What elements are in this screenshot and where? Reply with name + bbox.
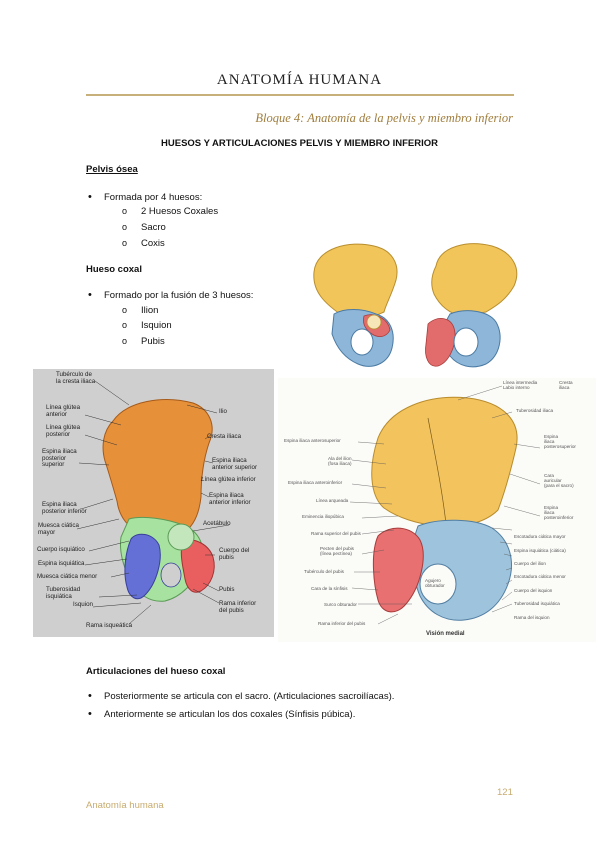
- figure-label: Línea arqueada: [316, 498, 349, 503]
- figure-label: Escotadura ciática menor: [514, 574, 566, 579]
- figure-label: Cuerpo del ilion: [514, 561, 546, 566]
- document-header-title: ANATOMÍA HUMANA: [216, 72, 383, 88]
- coxal-item: Pubis: [122, 336, 165, 347]
- coxal-item: Isquion: [122, 320, 171, 331]
- hip-bone-medial-view: [425, 243, 518, 368]
- figure-label: Rama del isquion: [514, 615, 550, 620]
- coxal-lateral-drawing: [76, 380, 230, 625]
- figure-label: Espina iliaca anteroinferior: [288, 480, 343, 485]
- pelvis-item: 2 Huesos Coxales: [122, 206, 218, 217]
- page-number: 121: [497, 787, 513, 798]
- figure-label: Cresta iliaca: [207, 433, 242, 440]
- hip-bones-illustration: [313, 243, 518, 368]
- pelvis-item: Sacro: [122, 222, 166, 233]
- figure-label: Espina isquiática (ciática): [514, 548, 566, 553]
- footer-title: Anatomía humana: [86, 800, 164, 811]
- figure-label: Rama superior del pubis: [311, 531, 361, 536]
- figure-caption: Visión medial: [426, 631, 465, 637]
- hip-bone-lateral-view: [313, 243, 398, 367]
- pelvis-heading: Pelvis ósea: [86, 164, 138, 175]
- figure-label: Cuerpo del isquion: [514, 588, 553, 593]
- figure-label: Isquion: [73, 601, 93, 608]
- figure-label: Cuerpo isquiático: [37, 546, 85, 553]
- figure-label: Pubis: [219, 586, 235, 593]
- figure-label: Eminencia iliopúbica: [302, 514, 344, 519]
- figure-label: Surco obturador: [324, 602, 357, 607]
- figure-label: Tubérculo del pubis: [304, 569, 344, 574]
- figure-label: Muesca ciática menor: [37, 573, 98, 580]
- pelvis-item: Coxis: [122, 238, 165, 249]
- figure-label: Tuberosidad isquiática: [514, 601, 560, 606]
- coxal-medial-drawing: [349, 385, 541, 625]
- articulaciones-heading: Articulaciones del hueso coxal: [86, 666, 226, 677]
- figure-label: Rama isqueática: [86, 622, 133, 629]
- coxal-heading: Hueso coxal: [86, 264, 142, 275]
- figure-label: Espina isquiática: [38, 560, 85, 567]
- figure-label: Cara de la sínfisis: [311, 586, 348, 591]
- articulaciones-bullet: Posteriormente se articula con el sacro.…: [88, 690, 394, 702]
- figure-label: Acetábulo: [203, 520, 231, 527]
- coxal-bullet: Formado por la fusión de 3 huesos:: [88, 289, 254, 301]
- figure-label: Escotadura ciática mayor: [514, 534, 566, 539]
- figure-label: Ilio: [219, 408, 227, 415]
- section-title: HUESOS Y ARTICULACIONES PELVIS Y MIEMBRO…: [161, 138, 438, 149]
- figure-label: Tuberosidad iliaca: [516, 408, 554, 413]
- header-rule: [86, 94, 514, 96]
- articulaciones-bullet: Anteriormente se articulan los dos coxal…: [88, 708, 355, 720]
- coxal-item: Ilion: [122, 305, 159, 316]
- document-subtitle: Bloque 4: Anatomía de la pelvis y miembr…: [255, 111, 513, 125]
- figure-label: Espina iliaca anterosuperior: [284, 438, 341, 443]
- figure-label: Pecten del pubis(línea pectínea): [320, 546, 354, 556]
- figure-label: Línea glútea inferior: [201, 476, 256, 483]
- pelvis-bullet: Formada por 4 huesos:: [88, 191, 202, 203]
- figure-label: Ala del ilion(fosa iliaca): [328, 456, 352, 466]
- figure-label: Rama inferior del pubis: [318, 621, 366, 626]
